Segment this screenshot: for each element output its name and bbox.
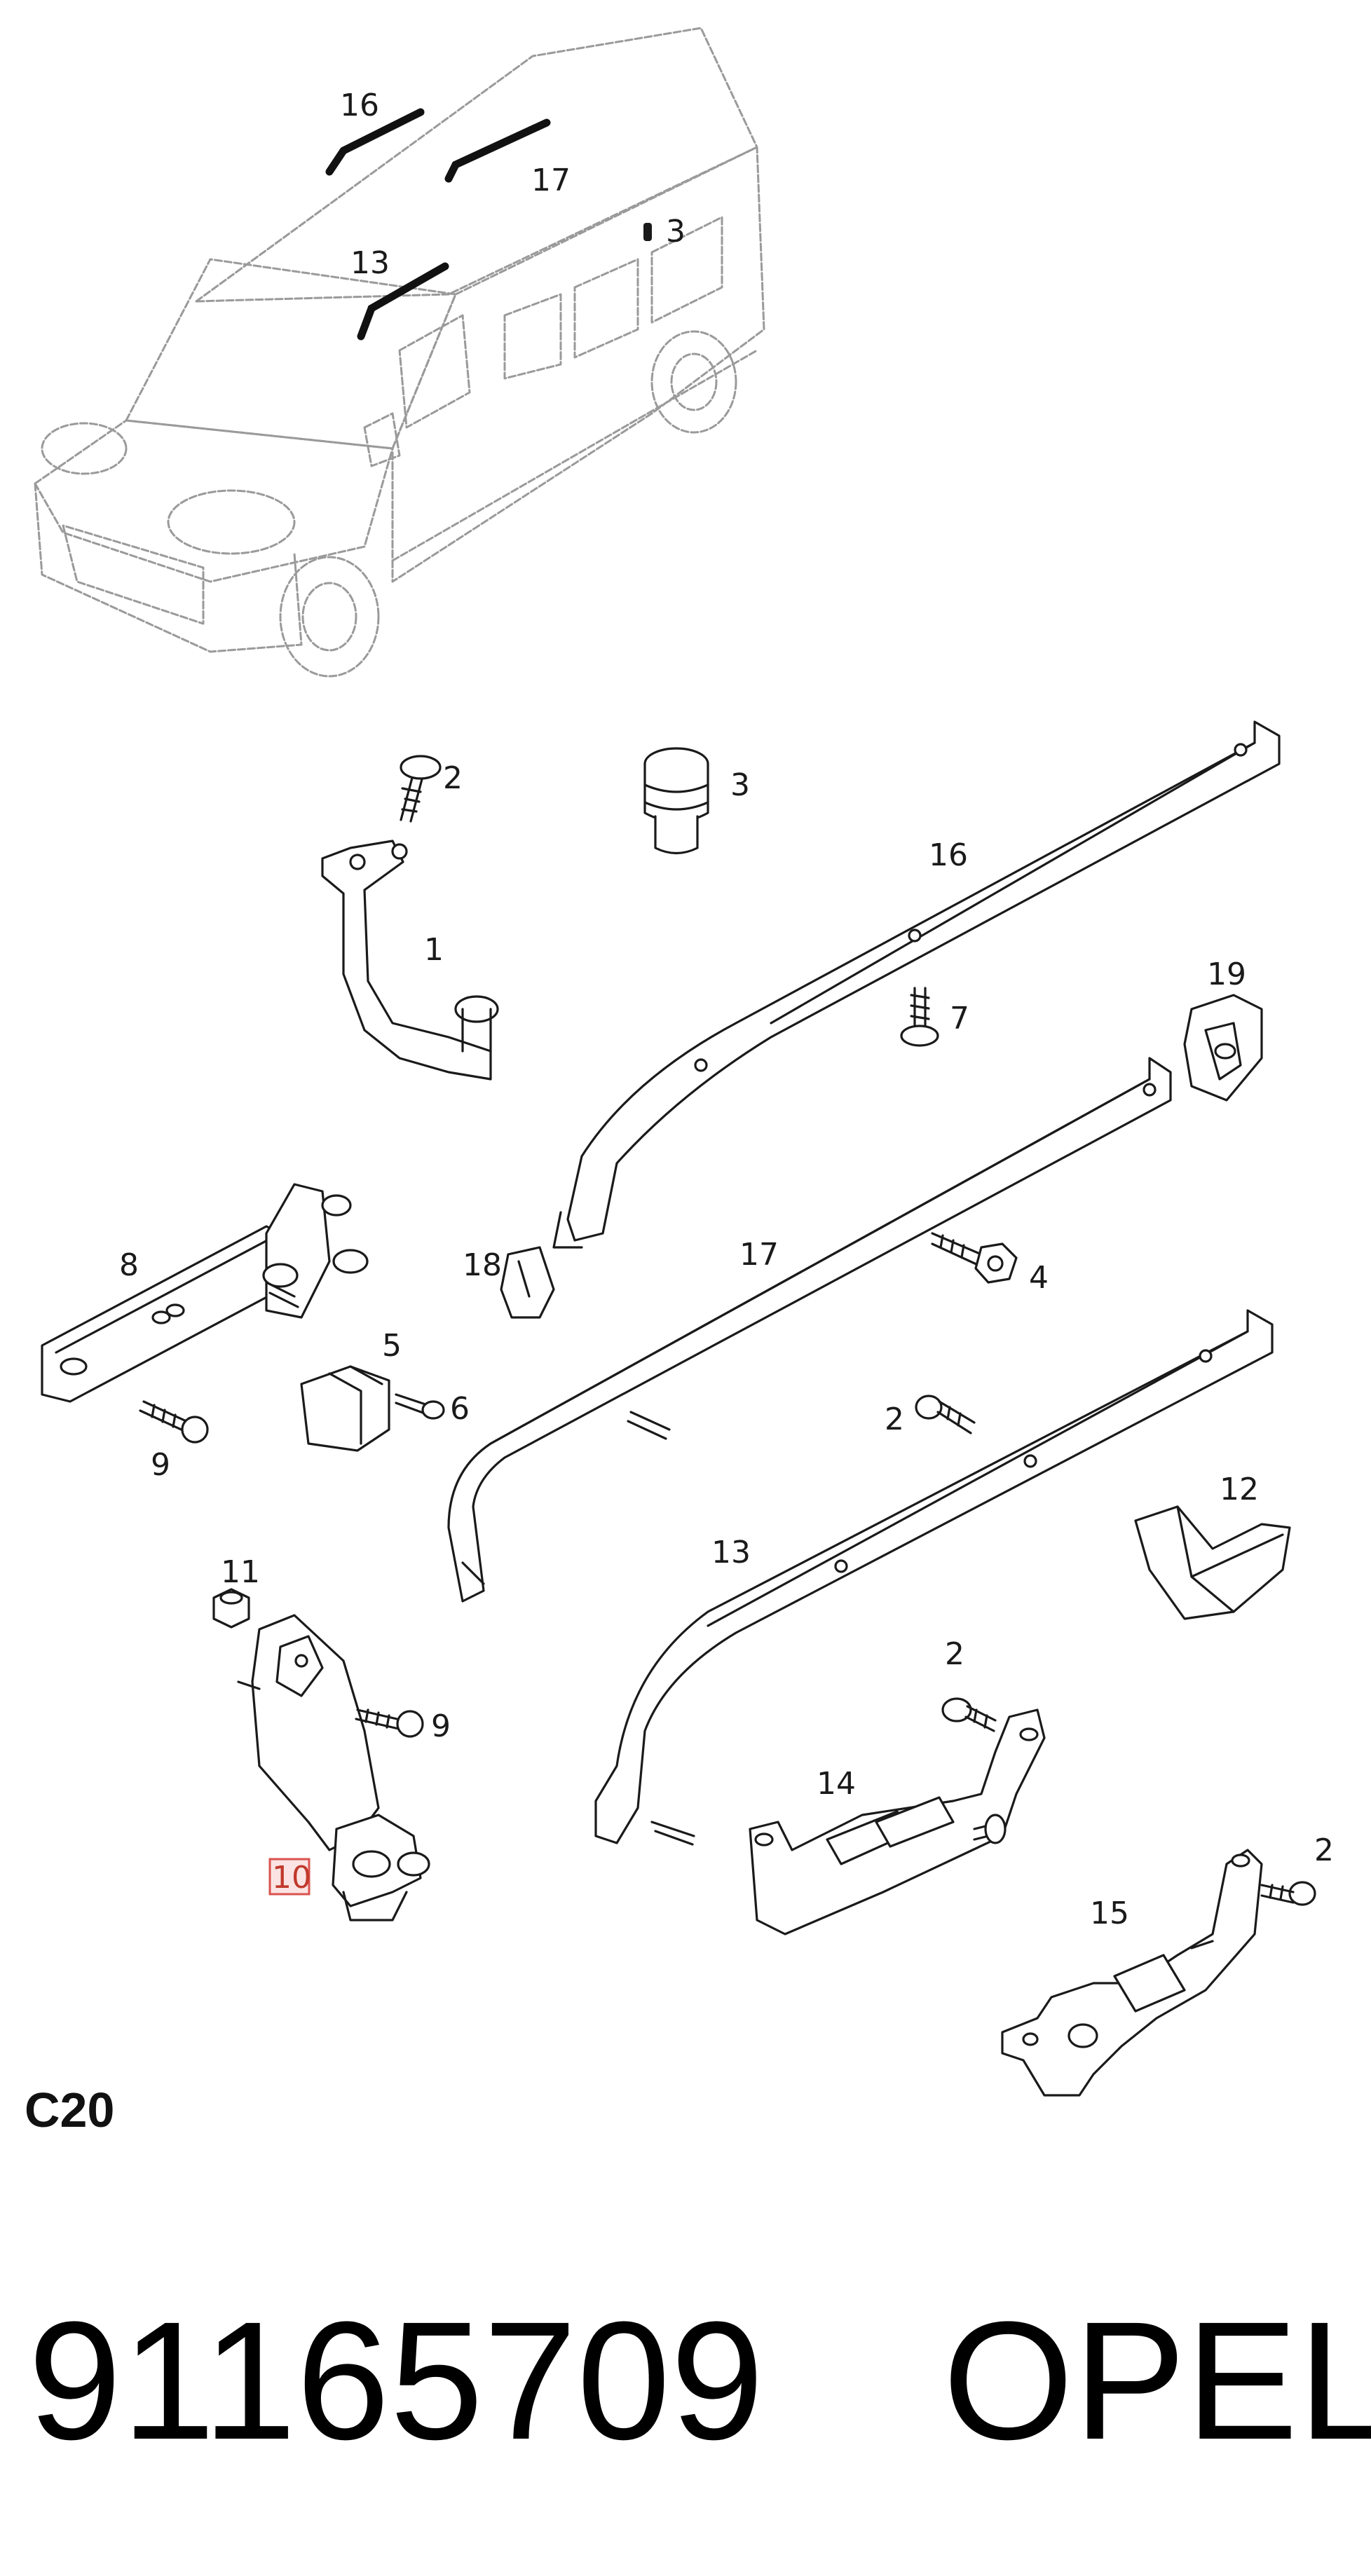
callout-2d: 2 [1314, 1832, 1334, 1868]
callout-18: 18 [463, 1247, 502, 1283]
callout-8: 8 [119, 1247, 139, 1283]
bumper-part-3 [643, 747, 709, 855]
bracket-part-14 [749, 1708, 1046, 1936]
callout-9a: 9 [151, 1447, 170, 1483]
bracket-part-12 [1134, 1505, 1291, 1620]
callout-7: 7 [950, 1001, 969, 1036]
hinge-part-10 [237, 1614, 430, 1921]
callout-10-highlight-box [268, 1858, 311, 1896]
clip-part-18 [500, 1246, 555, 1319]
bolt-part-2-lower [941, 1697, 997, 1732]
screw-part-6 [395, 1393, 445, 1420]
callout-11: 11 [221, 1554, 260, 1590]
block-part-5 [300, 1365, 390, 1452]
stud-nut-part-4 [931, 1232, 1018, 1284]
overview-part-3 [643, 223, 652, 241]
callout-2c: 2 [945, 1636, 964, 1672]
callout-4: 4 [1029, 1260, 1049, 1296]
callout-17: 17 [739, 1237, 779, 1273]
stud-rail-17 [627, 1411, 671, 1440]
callout-13: 13 [711, 1535, 751, 1570]
callout-12: 12 [1220, 1472, 1259, 1507]
callout-9b: 9 [431, 1708, 451, 1744]
callout-15: 15 [1090, 1896, 1129, 1931]
rail-part-13 [594, 1309, 1274, 1846]
bolt-part-9-right [355, 1708, 424, 1738]
brand-name: OPEL [943, 2287, 1371, 2474]
rail-part-17 [447, 1057, 1172, 1603]
overview-callout-3: 3 [666, 214, 686, 249]
overview-rail-16 [325, 108, 425, 176]
callout-5: 5 [382, 1328, 402, 1364]
callout-1: 1 [424, 932, 444, 968]
bolt-part-2-top [400, 755, 442, 823]
callout-19: 19 [1207, 957, 1246, 992]
callout-2b: 2 [885, 1402, 904, 1437]
overview-rail-13 [357, 262, 449, 341]
bolt-part-7 [900, 987, 939, 1047]
bolt-part-2-right [1260, 1881, 1316, 1906]
hinge-part-8 [41, 1183, 369, 1403]
bracket-part-15 [1001, 1849, 1263, 2097]
callout-6: 6 [450, 1391, 470, 1427]
part-number: 91165709 [28, 2287, 764, 2474]
callout-3: 3 [730, 767, 750, 803]
overview-callout-13: 13 [350, 245, 390, 281]
overview-rail-17 [444, 118, 551, 183]
callout-16: 16 [929, 837, 968, 873]
callout-2a: 2 [443, 760, 463, 796]
rail-part-16 [552, 720, 1281, 1249]
overview-callout-16: 16 [340, 88, 379, 123]
bolt-part-2-middle [915, 1395, 976, 1434]
clip-part-19 [1183, 994, 1263, 1102]
van-overview-illustration [34, 27, 765, 678]
bolt-part-9-left [139, 1400, 209, 1444]
callout-14: 14 [817, 1766, 856, 1802]
bracket-part-1 [321, 840, 499, 1081]
nut-part-11 [212, 1588, 250, 1629]
callout-10: 10 [272, 1860, 311, 1896]
overview-callout-17: 17 [531, 163, 571, 198]
section-code: C20 [25, 2083, 114, 2137]
